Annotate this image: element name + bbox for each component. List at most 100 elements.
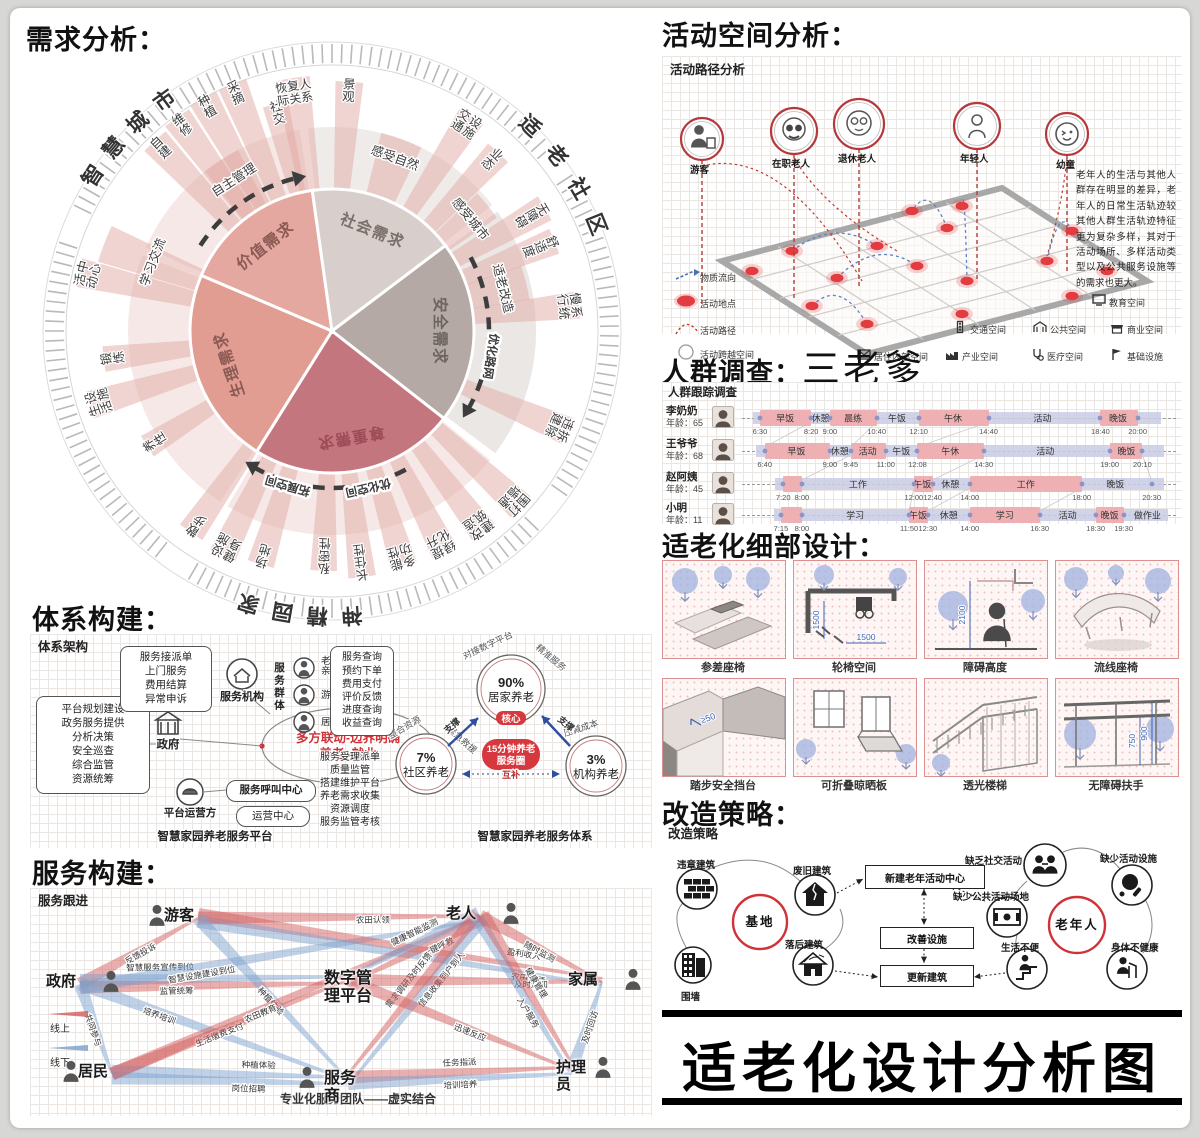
line-element [457, 77, 468, 95]
line-element [202, 789, 227, 793]
rect-element [994, 913, 998, 921]
circle-element [1146, 715, 1174, 743]
needs-ray-label: 性 [352, 542, 366, 557]
circle-element [302, 1066, 312, 1076]
path-element [718, 582, 728, 590]
path-element [1111, 325, 1123, 328]
node-platform: 数字管 理平台 [324, 970, 373, 1005]
path-element [788, 135, 800, 139]
hubu-label: 互补 [502, 769, 520, 780]
polygon-element [921, 889, 927, 896]
line-element [146, 110, 161, 127]
div-element: 服务接派单 [139, 651, 193, 664]
needs-section-title: 需求分析： [26, 25, 166, 55]
div-element: 分析决策 [72, 731, 114, 744]
government-icon [153, 711, 183, 735]
line-element [368, 46, 373, 66]
circle-element [1038, 355, 1044, 361]
line-element [1063, 699, 1171, 707]
ellipse-element [674, 293, 698, 309]
line-element [837, 261, 1119, 336]
tick-time: 6:40 [757, 460, 773, 469]
circle-element [855, 609, 865, 619]
line-element [431, 579, 441, 598]
rect-element [706, 886, 714, 892]
service-edge [111, 1071, 348, 1086]
line-element [88, 178, 106, 190]
needs-arc-label: 慧 [99, 133, 130, 164]
rect-element [702, 879, 710, 885]
circle-element [300, 660, 308, 668]
rect-element [1132, 887, 1142, 897]
circle-element [1145, 568, 1171, 594]
edu-icon [1092, 294, 1106, 306]
circle-element [598, 1056, 608, 1066]
circle-element [1064, 718, 1096, 750]
activity-red-path [701, 162, 863, 282]
line-element [55, 251, 75, 258]
circle-element [1121, 512, 1127, 518]
group-icon [293, 711, 315, 733]
circle-element [988, 602, 1006, 620]
activity-arc [811, 294, 868, 325]
path-element [1155, 741, 1165, 752]
legend-offline-strip [48, 1045, 88, 1051]
node-gov: 政府 [46, 973, 77, 990]
polygon-element [921, 918, 927, 925]
needs-ray [461, 228, 560, 285]
service-edge [347, 973, 603, 987]
activity-arc [911, 199, 948, 229]
strategy-node-label: 废旧建筑 [793, 866, 832, 877]
legend-online: 线上 [50, 1022, 70, 1035]
line-element [561, 182, 579, 194]
detail-panel-height: 2100 [924, 560, 1048, 659]
needs-ray-label: 设 [82, 389, 100, 406]
line-element [105, 495, 122, 509]
circle-element [827, 448, 833, 454]
line-element [578, 434, 597, 444]
edge-label: 共同参与 [83, 1012, 104, 1047]
poster-bottom-bar [662, 1098, 1182, 1105]
line-element [301, 597, 305, 617]
tick-time: 8:00 [794, 493, 810, 502]
line-element [377, 48, 383, 68]
child-icon [1044, 111, 1090, 157]
tick-dot [1093, 512, 1099, 518]
rect-element [702, 893, 710, 899]
timeline-activity-label: 午休 [943, 413, 963, 424]
circle-element [1021, 589, 1045, 613]
node-family: 家属 [568, 971, 599, 988]
polygon-element [462, 770, 470, 778]
legend-edu: 教育空间 [1109, 298, 1146, 308]
circle-element [837, 102, 881, 146]
line-element [139, 117, 154, 133]
needs-ray [102, 340, 192, 372]
needs-sector [254, 328, 447, 475]
path-element [715, 454, 731, 460]
court-icon [986, 896, 1028, 938]
line-element [69, 439, 88, 449]
operator-label: 平台运营方 [164, 806, 217, 819]
strategy-node-label: 落后建筑 [785, 940, 824, 951]
line-element [596, 285, 616, 290]
line-element [242, 57, 250, 77]
line-element [111, 145, 128, 160]
service-edge [349, 914, 488, 1084]
rect-element [684, 893, 692, 899]
carer-person-icon [595, 1056, 611, 1078]
div-element: 平台规划建设 [61, 703, 125, 716]
line-element [271, 50, 278, 70]
div-element: 政务服务提供 [61, 717, 125, 730]
circle-element [799, 481, 805, 487]
needs-ray-label: 观 [342, 90, 356, 105]
line-element [340, 44, 343, 64]
rect-element [689, 973, 692, 976]
path-element [1044, 866, 1058, 874]
node-tourist: 游客 [164, 907, 195, 924]
timeline-activity-label: 工作 [1016, 479, 1035, 490]
service-edge [345, 973, 573, 1072]
tick-dot [906, 512, 912, 518]
edge-label: 监管统筹 [160, 985, 195, 996]
detail-panel-label: 轮椅空间 [832, 662, 876, 674]
